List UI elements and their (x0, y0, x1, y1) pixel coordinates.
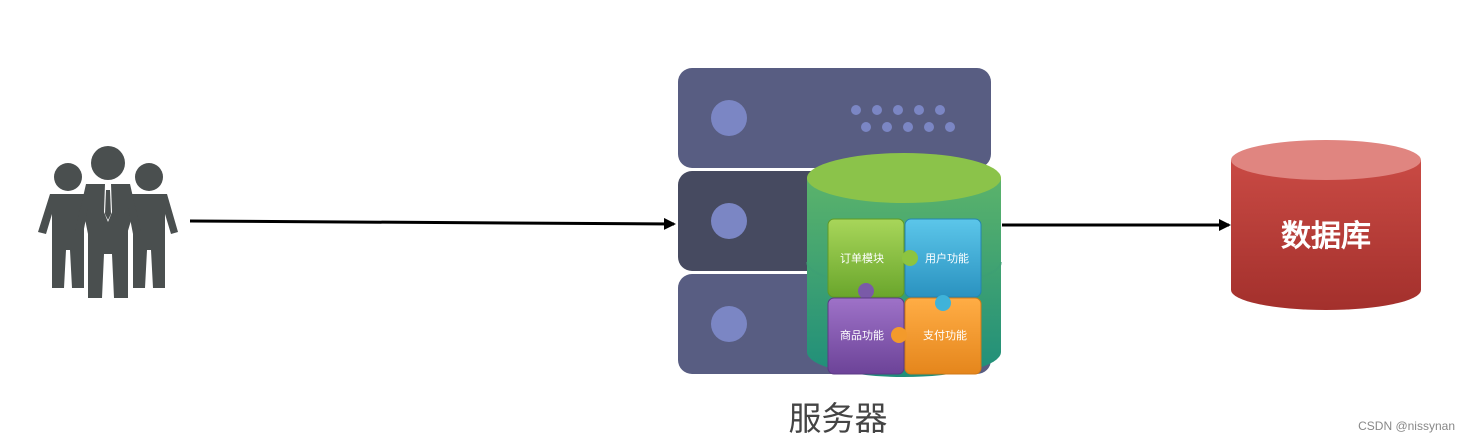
watermark: CSDN @nissynan (1358, 419, 1455, 433)
module-payment-label: 支付功能 (923, 328, 967, 342)
module-product-label: 商品功能 (840, 328, 884, 342)
module-order-label: 订单模块 (840, 252, 884, 265)
database-icon: 数据库 (1231, 140, 1421, 310)
module-order: 订单模块 (827, 218, 905, 299)
arrow-users-to-server (189, 217, 676, 230)
users-icon (38, 146, 178, 298)
module-product: 商品功能 (827, 297, 905, 375)
module-user-label: 用户功能 (925, 251, 969, 265)
server-caption: 服务器 (789, 399, 888, 438)
module-user: 用户功能 (902, 218, 982, 298)
database-label: 数据库 (1281, 219, 1371, 254)
module-payment: 支付功能 (891, 295, 982, 375)
